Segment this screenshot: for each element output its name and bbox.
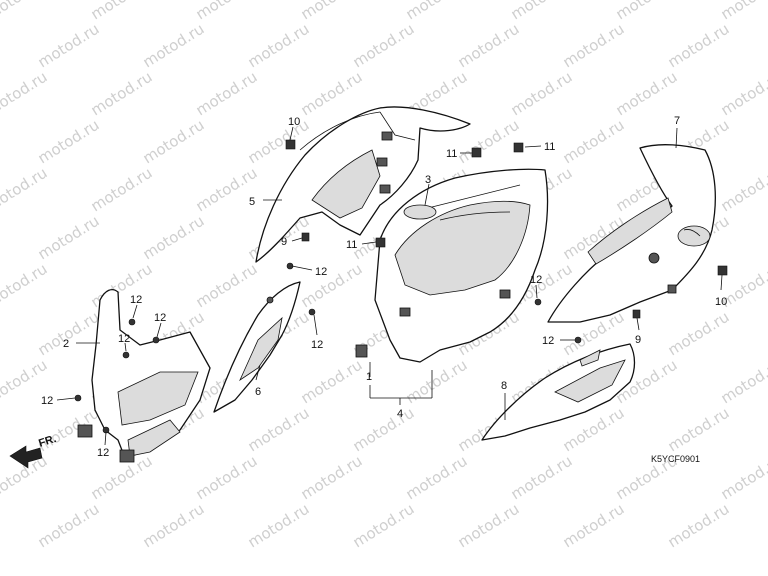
watermark-text: motod.ru bbox=[298, 260, 366, 312]
figure-code: K5YCF0901 bbox=[651, 454, 700, 464]
watermark-text: motod.ru bbox=[0, 0, 50, 23]
watermark-text: motod.ru bbox=[35, 500, 103, 552]
callout-11-b: 11 bbox=[544, 141, 555, 153]
callout-10-right: 10 bbox=[715, 296, 727, 308]
part-6-cover bbox=[213, 281, 301, 413]
watermark-text: motod.ru bbox=[35, 20, 103, 72]
watermark-text: motod.ru bbox=[403, 452, 471, 504]
watermark-text: motod.ru bbox=[35, 308, 103, 360]
watermark-text: motod.ru bbox=[140, 212, 208, 264]
watermark-text: motod.ru bbox=[140, 20, 208, 72]
callout-12-d: 12 bbox=[311, 339, 323, 351]
watermark-text: motod.ru bbox=[193, 68, 261, 120]
watermark-text: motod.ru bbox=[718, 0, 768, 23]
watermark-text: motod.ru bbox=[718, 164, 768, 216]
part-8-cover bbox=[481, 343, 636, 441]
watermark-text: motod.ru bbox=[455, 20, 523, 72]
watermark-text: motod.ru bbox=[88, 0, 156, 23]
callout-12-a: 12 bbox=[315, 266, 327, 278]
watermark-text: motod.ru bbox=[718, 68, 768, 120]
watermark-text: motod.ru bbox=[193, 452, 261, 504]
watermark-text: motod.ru bbox=[88, 68, 156, 120]
watermark-text: motod.ru bbox=[193, 260, 261, 312]
watermark-text: motod.ru bbox=[245, 20, 313, 72]
watermark-text: motod.ru bbox=[88, 260, 156, 312]
callout-8: 8 bbox=[501, 380, 507, 392]
watermark-text: motod.ru bbox=[88, 164, 156, 216]
watermark-text: motod.ru bbox=[508, 68, 576, 120]
fr-label: FR. bbox=[37, 433, 58, 450]
watermark-text: motod.ru bbox=[298, 356, 366, 408]
fasteners bbox=[74, 139, 728, 434]
watermark-text: motod.ru bbox=[245, 404, 313, 456]
watermark-text: motod.ru bbox=[350, 404, 418, 456]
watermark-text: motod.ru bbox=[455, 500, 523, 552]
callout-3: 3 bbox=[425, 174, 431, 186]
watermark-text: motod.ru bbox=[508, 452, 576, 504]
callout-11-c: 11 bbox=[346, 239, 357, 251]
watermark-text: motod.ru bbox=[560, 500, 628, 552]
watermark-text: motod.ru bbox=[193, 0, 261, 23]
callout-7: 7 bbox=[674, 115, 680, 127]
watermark-text: motod.ru bbox=[508, 0, 576, 23]
watermark-text: motod.ru bbox=[665, 404, 733, 456]
watermark-text: motod.ru bbox=[560, 20, 628, 72]
watermark-text: motod.ru bbox=[613, 0, 681, 23]
watermark-text: motod.ru bbox=[0, 260, 50, 312]
watermark-text: motod.ru bbox=[298, 452, 366, 504]
watermark-text: motod.ru bbox=[0, 164, 50, 216]
watermark-text: motod.ru bbox=[665, 20, 733, 72]
callout-12-e: 12 bbox=[130, 294, 142, 306]
callout-12-c: 12 bbox=[542, 335, 554, 347]
callout-11-a: 11 bbox=[446, 148, 457, 160]
callout-9-right: 9 bbox=[635, 334, 641, 346]
watermark-text: motod.ru bbox=[350, 500, 418, 552]
watermark-text: motod.ru bbox=[298, 68, 366, 120]
watermark-text: motod.ru bbox=[0, 68, 50, 120]
callout-labels: 10 5 3 11 11 11 9 12 7 10 12 9 12 12 6 1… bbox=[41, 115, 727, 459]
callout-10-top: 10 bbox=[288, 116, 300, 128]
front-direction-arrow: FR. bbox=[9, 433, 58, 469]
callout-12-f: 12 bbox=[154, 312, 166, 324]
callout-5: 5 bbox=[249, 196, 255, 208]
callout-12-i: 12 bbox=[97, 447, 109, 459]
watermark-text: motod.ru bbox=[718, 452, 768, 504]
watermark-text: motod.ru bbox=[403, 0, 471, 23]
callout-1: 1 bbox=[366, 371, 372, 383]
callout-6: 6 bbox=[255, 386, 261, 398]
watermark-text: motod.ru bbox=[560, 116, 628, 168]
leader-lines bbox=[56, 126, 723, 446]
watermark-text: motod.ru bbox=[140, 500, 208, 552]
callout-12-g: 12 bbox=[118, 333, 130, 345]
callout-12-b: 12 bbox=[530, 274, 542, 286]
watermark-text: motod.ru bbox=[245, 500, 313, 552]
watermark-text: motod.ru bbox=[403, 356, 471, 408]
part-7-cover bbox=[547, 144, 716, 323]
callout-2: 2 bbox=[63, 338, 69, 350]
part-4-luggage-box bbox=[355, 168, 549, 363]
watermark-text: motod.ru bbox=[35, 212, 103, 264]
watermark-text: motod.ru bbox=[35, 116, 103, 168]
callout-4: 4 bbox=[397, 408, 403, 420]
part-2-cover bbox=[77, 289, 211, 463]
watermark-text: motod.ru bbox=[298, 0, 366, 23]
watermark-text: motod.ru bbox=[613, 68, 681, 120]
watermark-text: motod.ru bbox=[665, 308, 733, 360]
watermark-text: motod.ru bbox=[665, 500, 733, 552]
watermark-text: motod.ru bbox=[718, 356, 768, 408]
part-5-cover bbox=[255, 106, 471, 263]
watermark-text: motod.ru bbox=[350, 20, 418, 72]
callout-9-left: 9 bbox=[281, 236, 287, 248]
watermark-text: motod.ru bbox=[140, 116, 208, 168]
callout-12-h: 12 bbox=[41, 395, 53, 407]
